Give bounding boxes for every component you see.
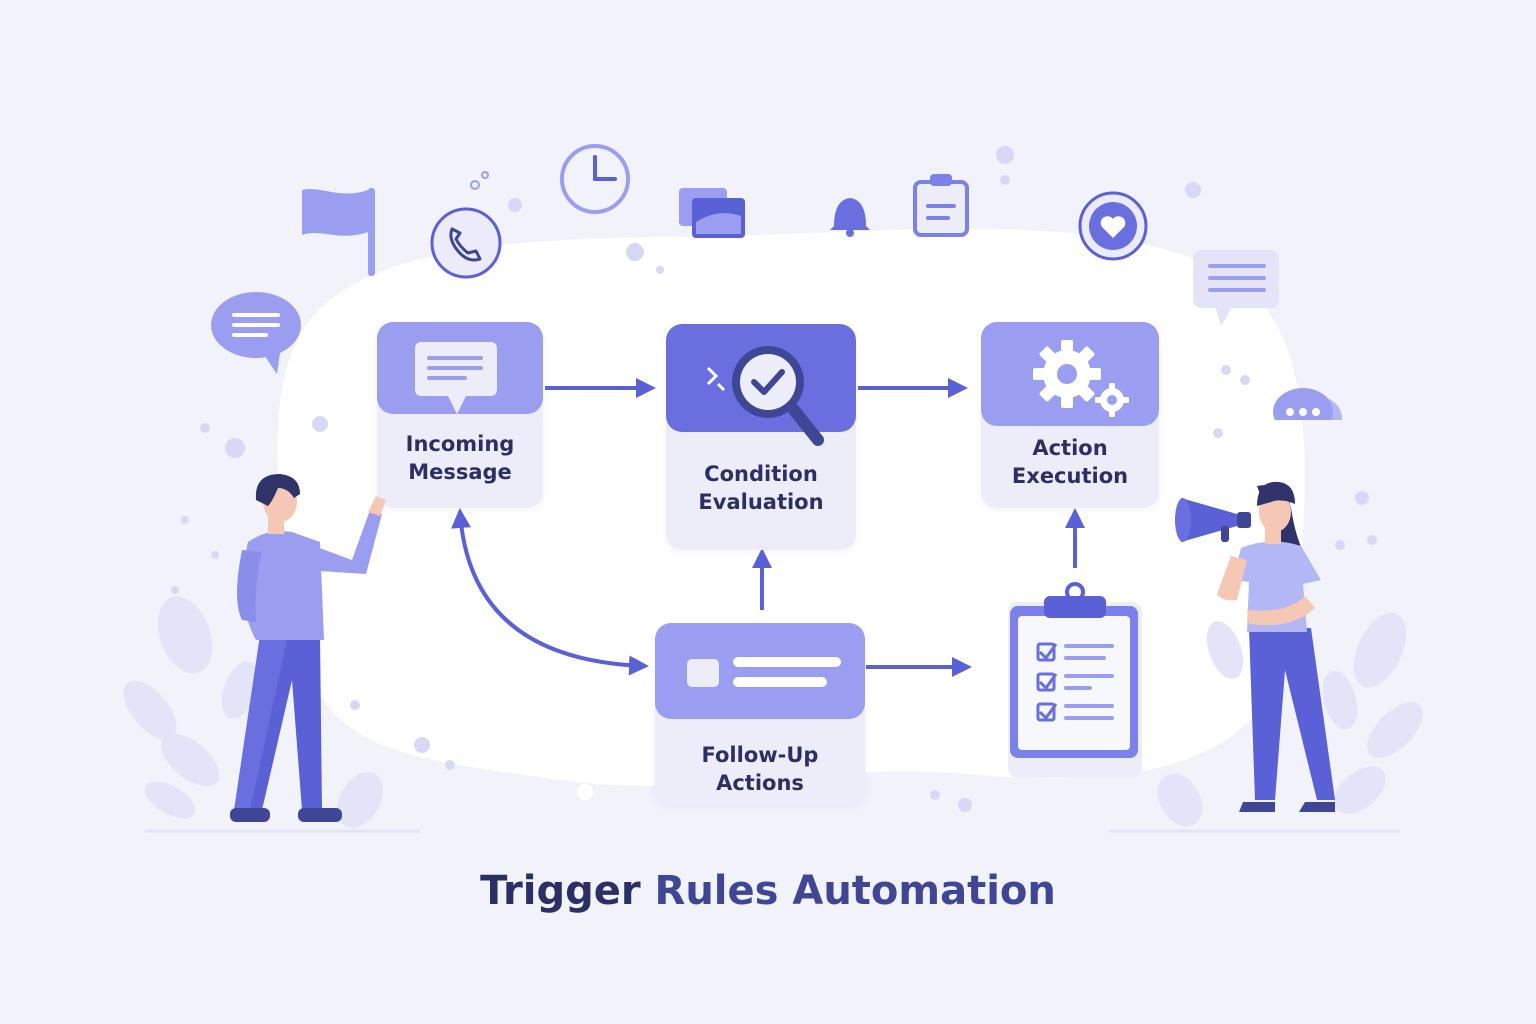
clipboard-icon	[913, 174, 969, 237]
gears-icon	[1033, 340, 1129, 417]
heart-icon	[1078, 191, 1148, 261]
node-incoming-label: Incoming Message	[377, 430, 543, 486]
floating-icons	[211, 144, 1342, 420]
node-followup-line1: Follow-Up	[701, 743, 819, 767]
page-title: Trigger Rules Automation	[0, 868, 1536, 914]
node-condition-label: Condition Evaluation	[666, 460, 856, 516]
leaves-right	[1157, 612, 1423, 827]
node-condition-line1: Condition	[704, 462, 818, 486]
node-action-execution[interactable]: Action Execution	[981, 322, 1159, 508]
node-followup-actions[interactable]: Follow-Up Actions	[655, 623, 865, 805]
clock-icon	[560, 144, 630, 214]
magnifier-check-icon	[706, 346, 824, 446]
node-followup-header	[655, 623, 865, 719]
list-icon	[687, 657, 841, 687]
person-woman-megaphone	[1175, 481, 1335, 812]
message-icon	[415, 342, 497, 414]
node-incoming-header	[377, 322, 543, 414]
title-part2: Rules Automation	[654, 868, 1056, 914]
node-action-header	[981, 322, 1159, 426]
node-condition-header	[666, 324, 856, 446]
typing-bubble-icon	[1273, 388, 1342, 420]
node-incoming-line1: Incoming	[405, 432, 515, 456]
chat-bubble-icon	[211, 292, 301, 374]
notes-bubble-icon	[1193, 250, 1279, 326]
node-action-line2: Execution	[1011, 464, 1129, 488]
folder-icon	[679, 188, 745, 238]
person-man-pointing	[230, 474, 386, 822]
node-condition-evaluation[interactable]: Condition Evaluation	[666, 324, 856, 550]
arrow-incoming-to-followup-curved	[451, 508, 649, 676]
leaves-left	[123, 596, 383, 828]
node-incoming-message[interactable]: Incoming Message	[377, 322, 543, 508]
node-followup-line2: Actions	[716, 771, 804, 795]
node-action-label: Action Execution	[981, 434, 1159, 490]
flag-icon	[302, 188, 375, 276]
node-condition-line2: Evaluation	[698, 490, 824, 514]
node-followup-label: Follow-Up Actions	[655, 741, 865, 797]
checklist-icon[interactable]	[1000, 578, 1150, 783]
node-action-line1: Action	[1032, 436, 1108, 460]
title-part1: Trigger	[480, 868, 641, 914]
node-incoming-line2: Message	[408, 460, 512, 484]
decor-dots	[171, 146, 1377, 812]
bell-icon	[830, 198, 870, 237]
phone-icon	[430, 207, 502, 279]
